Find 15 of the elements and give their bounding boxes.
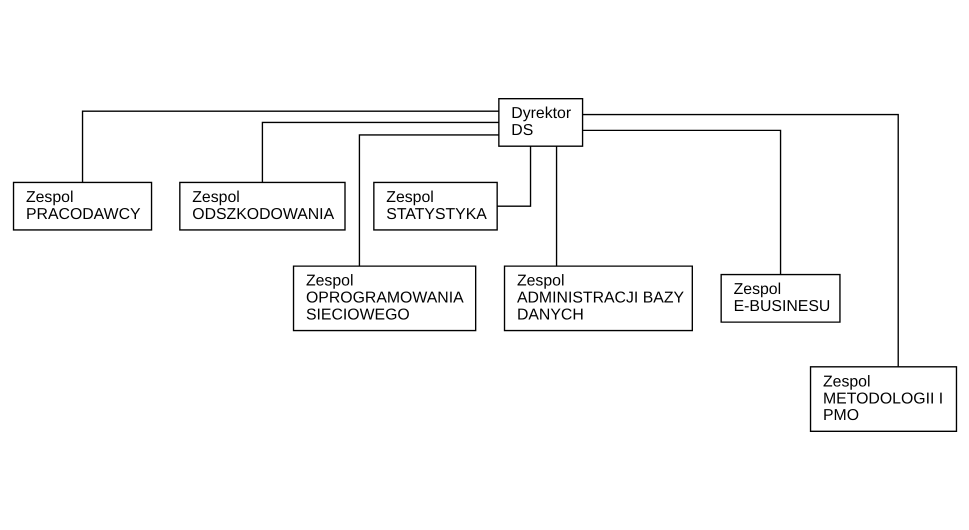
connector <box>555 146 557 266</box>
connector <box>582 114 898 366</box>
connector <box>81 110 498 182</box>
connector <box>582 130 781 274</box>
node-box: Dyrektor DS <box>498 98 583 147</box>
node-box: Zespol OPROGRAMOWANIA SIECIOWEGO <box>292 265 476 332</box>
node-box: Zespol E-BUSINESU <box>720 274 840 323</box>
connector <box>358 134 498 266</box>
node-box: Zespol STATYSTYKA <box>372 182 498 231</box>
node-box: Zespol ADMINISTRACJI BAZY DANYCH <box>503 265 692 332</box>
node-box: Zespol ODSZKODOWANIA <box>178 182 346 231</box>
connector <box>496 146 531 207</box>
connector <box>261 122 498 182</box>
node-box: Zespol METODOLOGII I PMO <box>809 366 957 432</box>
node-box: Zespol PRACODAWCY <box>12 182 152 231</box>
